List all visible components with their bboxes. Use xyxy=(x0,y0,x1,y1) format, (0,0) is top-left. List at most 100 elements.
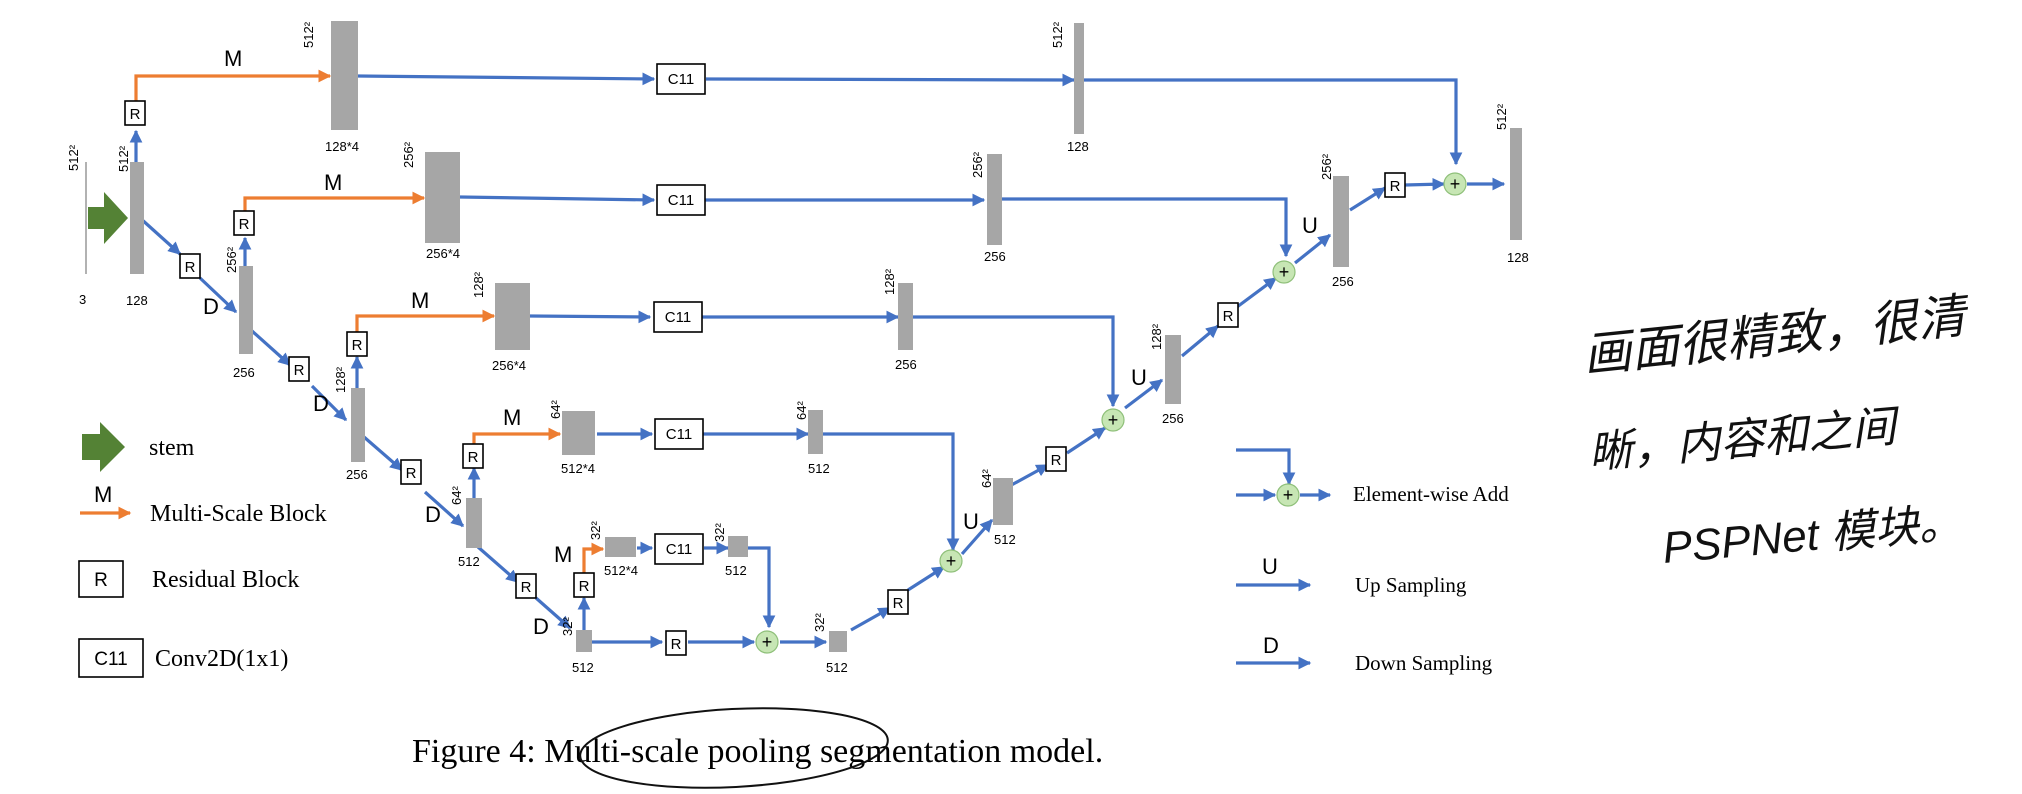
svg-text:R: R xyxy=(521,579,532,596)
svg-text:Conv2D(1x1): Conv2D(1x1) xyxy=(155,646,288,672)
svg-text:M: M xyxy=(411,288,429,313)
svg-text:R: R xyxy=(1051,452,1062,469)
svg-text:C11: C11 xyxy=(666,541,692,558)
svg-text:D: D xyxy=(1263,633,1279,658)
svg-text:512*4: 512*4 xyxy=(604,563,638,578)
caption-handdrawn-circle xyxy=(579,707,889,789)
svg-text:3: 3 xyxy=(79,292,86,307)
svg-text:D: D xyxy=(533,614,549,639)
svg-text:512²: 512² xyxy=(1494,103,1509,130)
svg-text:+: + xyxy=(1283,485,1294,505)
svg-text:512: 512 xyxy=(572,660,594,675)
svg-text:256: 256 xyxy=(984,249,1006,264)
svg-text:R: R xyxy=(468,449,479,466)
out-block xyxy=(1510,128,1522,240)
svg-text:Element-wise Add: Element-wise Add xyxy=(1353,482,1509,506)
svg-text:256*4: 256*4 xyxy=(492,358,526,373)
dim-labels: 512² 3 512² 128 256² 256 128² 256 64² 51… xyxy=(66,21,1529,675)
svg-text:64²: 64² xyxy=(794,401,809,420)
svg-text:R: R xyxy=(352,337,363,354)
svg-text:D: D xyxy=(203,294,219,319)
svg-text:M: M xyxy=(503,405,521,430)
svg-text:C11: C11 xyxy=(668,192,694,209)
svg-text:256²: 256² xyxy=(970,151,985,178)
ms-block-3 xyxy=(495,283,530,350)
conv-boxes: C11 C11 C11 C11 C11 xyxy=(653,63,706,565)
stem-legend-icon xyxy=(82,422,125,472)
svg-text:+: + xyxy=(1279,262,1290,282)
svg-text:32²: 32² xyxy=(812,613,827,632)
svg-text:U: U xyxy=(1302,213,1318,238)
svg-text:256: 256 xyxy=(346,467,368,482)
ms-block-5 xyxy=(605,537,636,557)
svg-text:Up Sampling: Up Sampling xyxy=(1355,573,1467,597)
ms-block-1 xyxy=(331,21,358,130)
svg-text:32²: 32² xyxy=(588,521,603,540)
residual-boxes: R R R R R R R R R R R R R R xyxy=(124,100,1406,656)
col-block-3 xyxy=(898,283,913,350)
col-block-1 xyxy=(1074,23,1084,134)
svg-text:512²: 512² xyxy=(1050,21,1065,48)
svg-text:128: 128 xyxy=(1507,250,1529,265)
add-legend-arrow-top xyxy=(1236,448,1296,486)
svg-text:+: + xyxy=(762,632,773,652)
dec-block-1 xyxy=(993,478,1013,525)
svg-text:R: R xyxy=(893,595,904,612)
svg-text:+: + xyxy=(946,551,957,571)
svg-text:256: 256 xyxy=(895,357,917,372)
stem-block xyxy=(130,162,144,274)
svg-text:256²: 256² xyxy=(224,246,239,273)
svg-text:R: R xyxy=(130,106,141,123)
svg-text:512²: 512² xyxy=(301,21,316,48)
svg-text:256: 256 xyxy=(1332,274,1354,289)
svg-text:256*4: 256*4 xyxy=(426,246,460,261)
svg-text:256: 256 xyxy=(233,365,255,380)
enc-block-2 xyxy=(351,388,365,462)
svg-text:M: M xyxy=(324,170,342,195)
svg-text:画面很精致，很清: 画面很精致，很清 xyxy=(1581,290,1973,383)
svg-text:256²: 256² xyxy=(1319,153,1334,180)
svg-text:M: M xyxy=(94,482,112,507)
col-block-2 xyxy=(987,154,1002,245)
handwritten-note: 画面很精致，很清 晰，内容和之间 PSPNet 模块。 xyxy=(1581,290,1973,573)
svg-text:R: R xyxy=(1390,178,1401,195)
svg-text:128: 128 xyxy=(126,293,148,308)
svg-text:R: R xyxy=(94,570,108,591)
figure-caption: Figure 4: Multi-scale pooling segmentati… xyxy=(412,733,1103,770)
blue-arrows xyxy=(129,72,1506,649)
enc-block-4 xyxy=(576,630,592,652)
svg-text:R: R xyxy=(185,259,196,276)
col-block-4 xyxy=(808,410,823,454)
svg-text:U: U xyxy=(1131,365,1147,390)
svg-text:R: R xyxy=(1223,308,1234,325)
svg-text:R: R xyxy=(239,216,250,233)
svg-text:64²: 64² xyxy=(449,486,464,505)
svg-text:M: M xyxy=(554,542,572,567)
svg-text:D: D xyxy=(425,502,441,527)
svg-text:512: 512 xyxy=(458,554,480,569)
svg-text:C11: C11 xyxy=(665,309,691,326)
svg-text:Down Sampling: Down Sampling xyxy=(1355,651,1493,675)
svg-text:C11: C11 xyxy=(668,71,694,88)
svg-text:Residual Block: Residual Block xyxy=(152,567,299,593)
svg-text:+: + xyxy=(1450,174,1461,194)
svg-text:R: R xyxy=(294,362,305,379)
svg-text:R: R xyxy=(671,636,682,653)
svg-text:128²: 128² xyxy=(333,366,348,393)
svg-text:512*4: 512*4 xyxy=(561,461,595,476)
feature-blocks xyxy=(130,21,1522,652)
svg-text:256²: 256² xyxy=(401,141,416,168)
orange-arrows xyxy=(134,69,605,573)
svg-text:C11: C11 xyxy=(94,649,127,670)
svg-text:512: 512 xyxy=(725,563,747,578)
svg-text:+: + xyxy=(1108,410,1119,430)
c11-legend-box xyxy=(78,638,144,678)
svg-text:128*4: 128*4 xyxy=(325,139,359,154)
ms-block-2 xyxy=(425,152,460,243)
svg-text:R: R xyxy=(406,465,417,482)
stem-arrow-icon xyxy=(88,192,128,244)
dec-block-3 xyxy=(1333,176,1349,267)
svg-text:D: D xyxy=(313,391,329,416)
svg-text:512: 512 xyxy=(808,461,830,476)
